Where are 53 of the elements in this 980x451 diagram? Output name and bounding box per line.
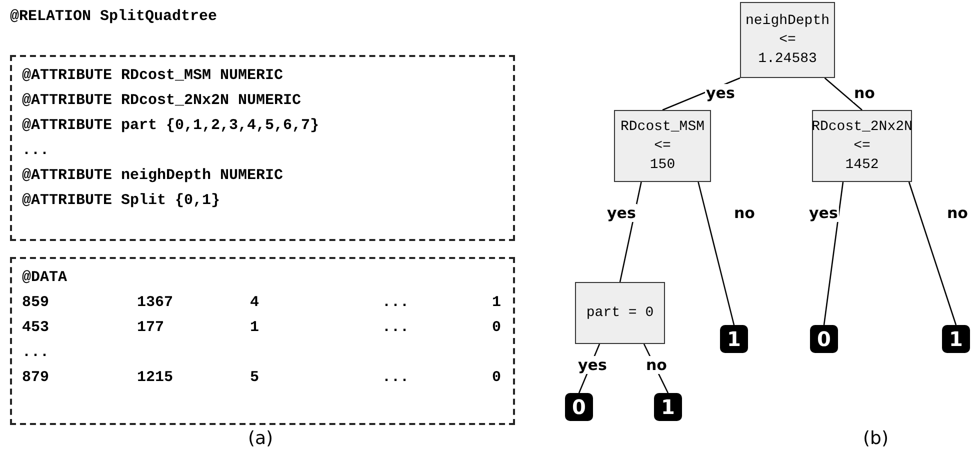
- table-cell-text: 453: [22, 318, 50, 338]
- table-cell-text: 4: [250, 293, 260, 313]
- table-cell-text: ...: [382, 293, 410, 313]
- class-label: 0: [817, 327, 831, 351]
- code-line: @ATTRIBUTE neighDepth NUMERIC: [22, 166, 284, 186]
- dashed-box: [10, 55, 515, 241]
- condition-text: RDcost_MSM <= 150: [619, 118, 706, 174]
- condition-text: neighDepth <= 1.24583: [744, 12, 830, 68]
- table-cell-text: ...: [382, 318, 410, 338]
- edge-line: [824, 78, 862, 110]
- panel-label: (a): [248, 428, 274, 449]
- leaf-box: [565, 393, 593, 421]
- code-line: @ATTRIBUTE RDcost_MSM NUMERIC: [22, 66, 284, 86]
- table-cell-text: 0: [492, 368, 501, 388]
- table-cell-text: 177: [137, 318, 164, 338]
- table-cell-text: 1: [250, 318, 260, 338]
- panel-label: (b): [863, 428, 888, 449]
- class-label: 1: [949, 327, 963, 351]
- condition-text: part = 0: [586, 304, 654, 322]
- edge-line: [908, 182, 957, 326]
- code-line: @ATTRIBUTE RDcost_2Nx2N NUMERIC: [22, 91, 302, 111]
- class-label: 0: [572, 395, 586, 419]
- code-line: @DATA: [22, 268, 68, 288]
- table-cell-text: 5: [250, 368, 260, 388]
- code-line: @ATTRIBUTE Split {0,1}: [22, 191, 222, 211]
- edge-label: no: [645, 356, 668, 374]
- decision-box: [740, 2, 835, 78]
- edge-label: yes: [606, 204, 637, 222]
- table-cell-text: ...: [22, 343, 50, 363]
- table-cell-text: 1215: [137, 368, 174, 388]
- leaf-box: [942, 325, 970, 353]
- table-cell-text: ...: [382, 368, 410, 388]
- table-cell-text: 0: [492, 318, 501, 338]
- decision-box: [575, 282, 665, 344]
- table-cell-text: 1367: [137, 293, 174, 313]
- leaf-box: [810, 325, 838, 353]
- dashed-box: [10, 257, 515, 425]
- code-line: ...: [22, 141, 50, 161]
- table-cell-text: 859: [22, 293, 50, 313]
- table-cell-text: 1: [492, 293, 501, 313]
- edge-label: yes: [705, 84, 736, 102]
- edge-label: yes: [808, 204, 839, 222]
- leaf-box: [720, 325, 748, 353]
- leaf-box: [654, 393, 682, 421]
- code-line: @ATTRIBUTE part {0,1,2,3,4,5,6,7}: [22, 116, 320, 136]
- class-label: 1: [661, 395, 675, 419]
- table-cell-text: 879: [22, 368, 50, 388]
- class-label: 1: [727, 327, 741, 351]
- edge-label: yes: [577, 356, 608, 374]
- code-line: @RELATION SplitQuadtree: [10, 7, 218, 27]
- edge-line: [698, 182, 735, 326]
- decision-box: [614, 110, 711, 182]
- edge-line: [823, 182, 844, 326]
